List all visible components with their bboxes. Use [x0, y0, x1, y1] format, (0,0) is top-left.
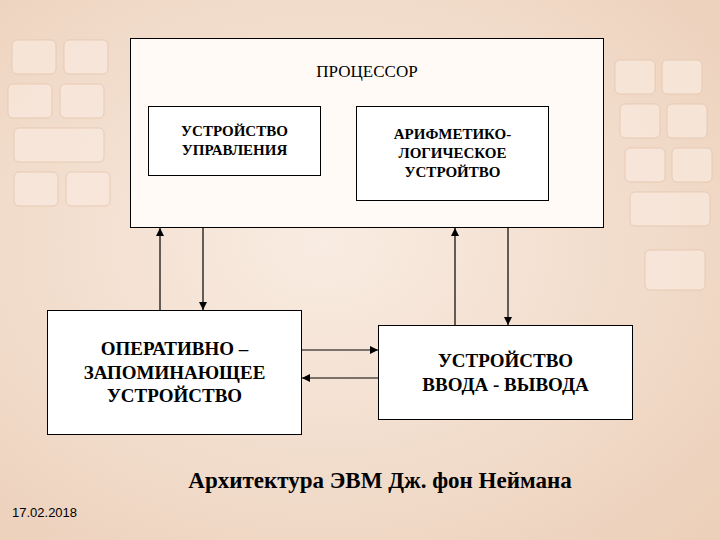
- data-arrow: [507, 228, 508, 325]
- unit-box: АРИФМЕТИКО- ЛОГИЧЕСКОЕ УСТРОЙТВО: [356, 106, 549, 201]
- node-label: АРИФМЕТИКО- ЛОГИЧЕСКОЕ УСТРОЙТВО: [365, 125, 540, 181]
- unit-box: УСТРОЙСТВО УПРАВЛЕНИЯ: [148, 106, 321, 176]
- node-label: ОПЕРАТИВНО – ЗАПОМИНАЮЩЕЕ УСТРОЙСТВО: [57, 337, 292, 408]
- data-arrow: [202, 228, 203, 310]
- node-label: УСТРОЙСТВО УПРАВЛЕНИЯ: [157, 122, 312, 160]
- date-label: 17.02.2018: [12, 505, 77, 520]
- node-label: ПРОЦЕССОР: [316, 61, 417, 82]
- node-label: УСТРОЙСТВО ВВОДА - ВЫВОДА: [411, 349, 601, 397]
- data-arrow: [302, 349, 378, 350]
- data-arrow: [159, 228, 160, 310]
- caption: Архитектура ЭВМ Дж. фон Неймана: [100, 468, 660, 494]
- device-box: ОПЕРАТИВНО – ЗАПОМИНАЮЩЕЕ УСТРОЙСТВО: [47, 310, 302, 435]
- keyboard-keys: [8, 40, 712, 290]
- data-arrow: [302, 377, 378, 378]
- processor-box: ПРОЦЕССОР УСТРОЙСТВО УПРАВЛЕНИЯ АРИФМЕТИКО…: [130, 38, 604, 228]
- data-arrow: [454, 228, 455, 325]
- device-box: УСТРОЙСТВО ВВОДА - ВЫВОДА: [378, 325, 633, 420]
